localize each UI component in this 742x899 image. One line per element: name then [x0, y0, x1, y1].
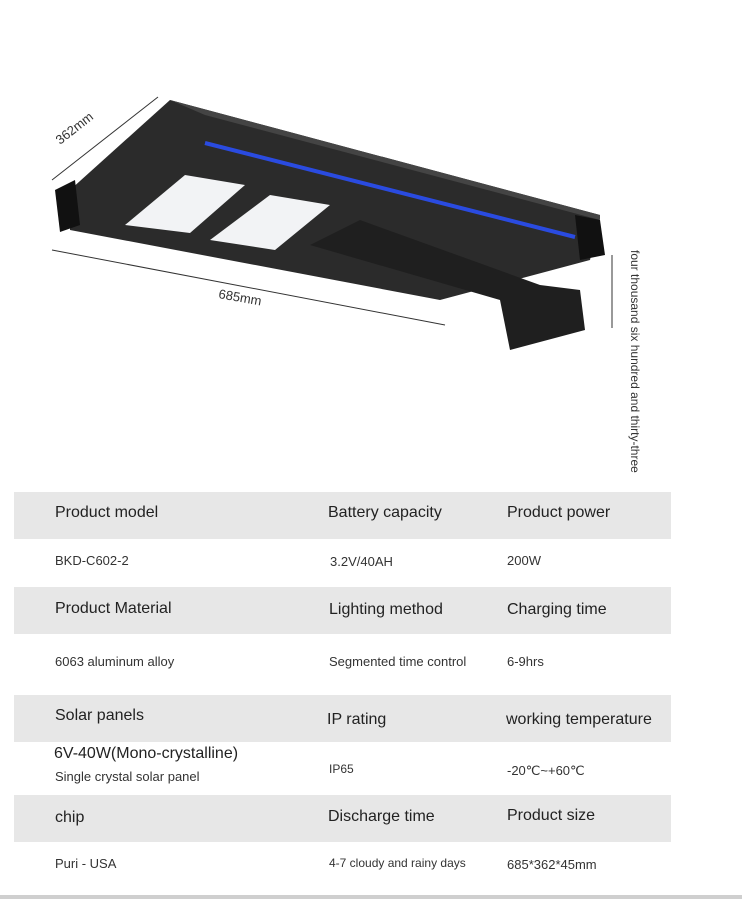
spec-value: IP65 — [329, 762, 354, 776]
bottom-divider — [0, 895, 742, 899]
length-dimension-label: 685mm — [217, 286, 262, 308]
spec-value: 685*362*45mm — [507, 857, 597, 872]
spec-value: 6-9hrs — [507, 654, 544, 669]
spec-value: 3.2V/40AH — [330, 554, 393, 569]
spec-value: Puri - USA — [55, 856, 117, 871]
spec-label: Discharge time — [328, 808, 435, 825]
spec-value: Segmented time control — [329, 654, 467, 669]
header-row-band — [14, 795, 671, 842]
dimension-arrows — [51, 96, 613, 328]
spec-label: Battery capacity — [328, 504, 442, 521]
spec-value: -20℃~+60℃ — [507, 763, 585, 778]
spec-label: IP rating — [327, 711, 387, 728]
solar-street-light-image: 362mm 685mm — [51, 96, 613, 350]
height-dimension-label: four thousand six hundred and thirty-thr… — [628, 250, 642, 473]
spec-label: Product model — [55, 504, 159, 521]
spec-label: Product Material — [55, 600, 172, 617]
header-row-band — [14, 695, 671, 742]
spec-label: Solar panels — [55, 707, 144, 724]
spec-label: Product size — [507, 807, 596, 824]
spec-value: 4-7 cloudy and rainy days — [329, 856, 466, 870]
header-row-band — [14, 587, 671, 634]
spec-value: 6V-40W(Mono-crystalline) — [54, 745, 239, 762]
spec-label: working temperature — [506, 711, 652, 728]
lamp-body — [55, 100, 605, 350]
spec-value: BKD-C602-2 — [55, 553, 129, 568]
spec-label: Charging time — [507, 601, 607, 618]
header-row-band — [14, 492, 671, 539]
width-dimension-label: 362mm — [53, 109, 96, 148]
spec-value: 6063 aluminum alloy — [55, 654, 175, 669]
spec-label: chip — [55, 809, 85, 826]
spec-label: Lighting method — [329, 601, 443, 618]
spec-note: Single crystal solar panel — [55, 769, 200, 784]
spec-label: Product power — [507, 504, 611, 521]
spec-value: 200W — [507, 553, 541, 568]
